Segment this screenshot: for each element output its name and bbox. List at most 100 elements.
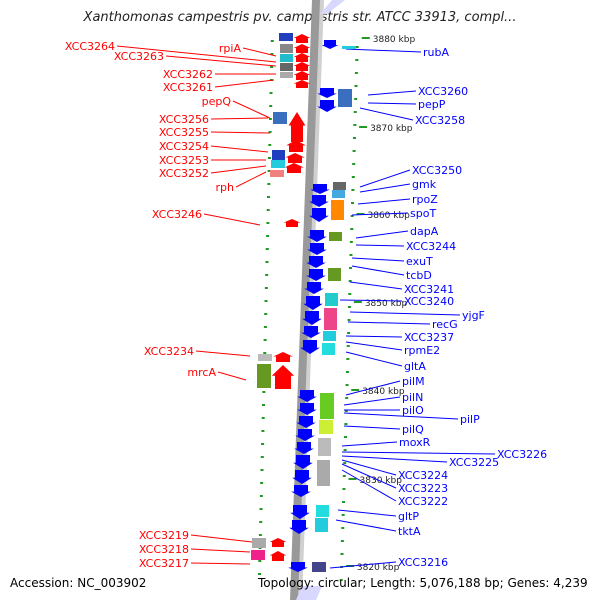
right-gene-label: XCC3225 [449, 456, 499, 469]
tick-mark-inner [260, 456, 264, 458]
gene-arrow-right-strand [317, 88, 337, 98]
gene-category-box [328, 268, 341, 281]
left-gene-leader [232, 100, 271, 119]
gene-arrow-right-strand [317, 100, 337, 112]
left-gene-label: XCC3254 [159, 140, 209, 153]
gene-category-box [270, 170, 284, 177]
right-gene-label: XCC3224 [398, 469, 448, 482]
right-gene-label: pilN [402, 391, 423, 404]
gene-category-box [280, 54, 293, 62]
right-gene-leader [357, 198, 411, 205]
gene-category-box [323, 331, 336, 341]
left-gene-label: XCC3261 [163, 81, 213, 94]
right-gene-label: XCC3240 [404, 295, 454, 308]
tick-mark-inner [260, 482, 264, 484]
left-gene-leader [210, 165, 267, 174]
right-gene-leader [341, 455, 448, 463]
left-gene-leader [210, 131, 271, 134]
right-gene-label: XCC3260 [418, 85, 468, 98]
tick-mark-outer [353, 124, 357, 126]
right-gene-label: tcbD [406, 269, 432, 282]
gene-arrow-right-strand [289, 520, 309, 534]
left-gene-leader [190, 548, 251, 553]
gene-category-box [318, 438, 331, 456]
left-gene-label: rpiA [219, 42, 242, 55]
right-gene-label: XCC3223 [398, 482, 448, 495]
right-gene-label: XCC3258 [415, 114, 465, 127]
right-gene-leader [367, 90, 417, 96]
tick-mark-inner [267, 196, 271, 198]
tick-mark-outer [343, 462, 347, 464]
gene-arrow-right-strand [292, 470, 312, 484]
scale-tick [359, 126, 368, 128]
gene-arrow-left-strand [269, 551, 287, 561]
tick-mark-inner [260, 469, 264, 471]
right-gene-label: rpoZ [412, 193, 438, 206]
gene-arrow-right-strand [306, 269, 326, 281]
right-gene-leader [355, 244, 405, 247]
right-gene-leader [337, 509, 397, 517]
tick-mark-inner [268, 118, 272, 120]
gene-arrow-right-strand [309, 195, 329, 207]
tick-mark-inner [263, 326, 267, 328]
left-gene-leader [195, 350, 251, 357]
tick-mark-inner [269, 92, 273, 94]
gene-arrow-right-strand [290, 505, 310, 519]
tick-mark-outer [340, 553, 344, 555]
map-title: Xanthomonas campestris pv. campestris st… [83, 10, 517, 25]
tick-mark-inner [257, 573, 261, 575]
tick-mark-outer [351, 176, 355, 178]
gene-arrow-right-strand [288, 562, 308, 572]
left-gene-label: XCC3234 [144, 345, 194, 358]
tick-mark-outer [346, 345, 350, 347]
gene-arrow-right-strand [301, 326, 321, 338]
gene-category-box [324, 308, 337, 330]
right-gene-leader [341, 469, 397, 502]
left-gene-label: XCC3262 [163, 68, 213, 81]
right-gene-label: gltA [404, 360, 426, 373]
gene-arrow-right-strand [309, 208, 329, 222]
gene-arrow-right-strand [295, 429, 315, 441]
right-gene-label: XCC3226 [497, 448, 547, 461]
scale-tick [351, 389, 360, 391]
tick-mark-inner [264, 313, 268, 315]
tick-mark-outer [352, 137, 356, 139]
gene-arrow-left-strand [293, 53, 311, 62]
tick-mark-inner [259, 521, 263, 523]
tick-mark-inner [264, 287, 268, 289]
gene-arrow-left-strand [293, 44, 311, 53]
right-gene-leader [359, 107, 414, 121]
right-gene-leader [329, 561, 397, 569]
gene-category-box [258, 354, 272, 361]
right-gene-label: pilO [402, 404, 424, 417]
tick-mark-outer [350, 228, 354, 230]
scale-label: 3880 kbp [373, 35, 416, 45]
gene-arrow-right-strand [294, 442, 314, 454]
tick-mark-outer [347, 319, 351, 321]
gene-category-box [332, 190, 345, 198]
right-gene-label: pilM [402, 375, 425, 388]
tick-mark-outer [348, 280, 352, 282]
right-gene-label: XCC3216 [398, 556, 448, 569]
left-gene-leader [165, 55, 277, 67]
left-gene-leader [235, 171, 267, 188]
gene-arrow-right-strand [296, 416, 316, 428]
gene-category-box [333, 182, 346, 190]
tick-mark-inner [259, 508, 263, 510]
tick-mark-outer [342, 501, 346, 503]
right-gene-label: spoT [410, 207, 436, 220]
gene-arrow-right-strand [321, 40, 339, 49]
right-gene-label: moxR [399, 436, 431, 449]
tick-mark-inner [262, 404, 266, 406]
tick-mark-inner [267, 183, 271, 185]
gene-category-box [257, 364, 271, 388]
gene-category-box [316, 505, 329, 517]
tick-mark-outer [355, 46, 359, 48]
left-gene-label: XCC3252 [159, 167, 209, 180]
tick-mark-outer [341, 527, 345, 529]
gene-arrow-right-strand [310, 184, 330, 194]
genome-stats: Topology: circular; Length: 5,076,188 bp… [258, 576, 588, 590]
left-gene-label: XCC3246 [152, 208, 202, 221]
right-gene-label: recG [432, 318, 458, 331]
tick-mark-inner [262, 391, 266, 393]
